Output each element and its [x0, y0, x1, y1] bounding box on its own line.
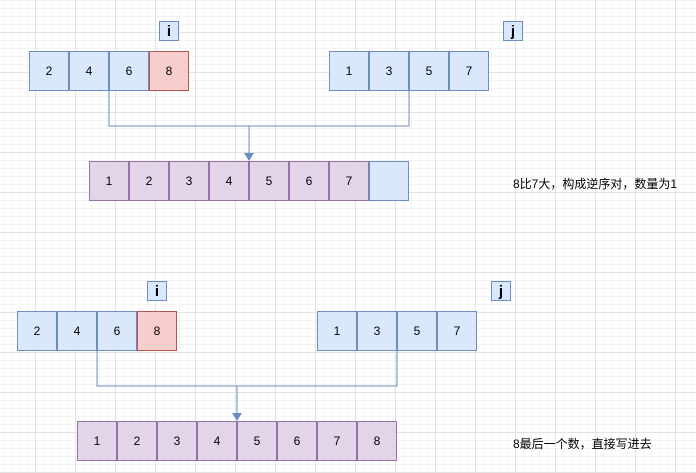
right-array-cell: 3 — [369, 51, 409, 91]
left-array-cell: 8 — [149, 51, 189, 91]
merged-array-cell: 3 — [169, 161, 209, 201]
merged-array-cell: 5 — [237, 421, 277, 461]
left-array-cell: 2 — [29, 51, 69, 91]
merged-array-cell — [369, 161, 409, 201]
left-array-cell: 6 — [109, 51, 149, 91]
merged-array-cell: 6 — [277, 421, 317, 461]
pointer-j-label: j — [503, 21, 523, 41]
right-array-cell: 7 — [437, 311, 477, 351]
merged-array-cell: 7 — [317, 421, 357, 461]
left-array-cell: 2 — [17, 311, 57, 351]
left-array-cell: 6 — [97, 311, 137, 351]
right-array-cell: 1 — [329, 51, 369, 91]
right-array-cell: 7 — [449, 51, 489, 91]
step-note: 8最后一个数，直接写进去 — [513, 437, 652, 451]
pointer-i-label: i — [147, 281, 167, 301]
merged-array-cell: 7 — [329, 161, 369, 201]
merged-array-cell: 1 — [77, 421, 117, 461]
right-array-cell: 3 — [357, 311, 397, 351]
merged-array-cell: 4 — [209, 161, 249, 201]
merged-array-cell: 2 — [117, 421, 157, 461]
left-array-cell: 4 — [57, 311, 97, 351]
pointer-i-label: i — [159, 21, 179, 41]
merged-array-cell: 8 — [357, 421, 397, 461]
left-array-cell: 8 — [137, 311, 177, 351]
step-note: 8比7大，构成逆序对，数量为1 — [513, 177, 678, 191]
right-array-cell: 5 — [409, 51, 449, 91]
merged-array-cell: 4 — [197, 421, 237, 461]
merged-array-cell: 2 — [129, 161, 169, 201]
arrow-head-2 — [232, 413, 242, 421]
arrow-head-1 — [244, 153, 254, 161]
right-array-cell: 5 — [397, 311, 437, 351]
merged-array-cell: 3 — [157, 421, 197, 461]
right-array-cell: 1 — [317, 311, 357, 351]
merge-connector-1 — [108, 91, 410, 155]
merge-connector-2 — [96, 351, 398, 415]
merged-array-cell: 1 — [89, 161, 129, 201]
merged-array-cell: 6 — [289, 161, 329, 201]
pointer-j-label: j — [491, 281, 511, 301]
left-array-cell: 4 — [69, 51, 109, 91]
merged-array-cell: 5 — [249, 161, 289, 201]
